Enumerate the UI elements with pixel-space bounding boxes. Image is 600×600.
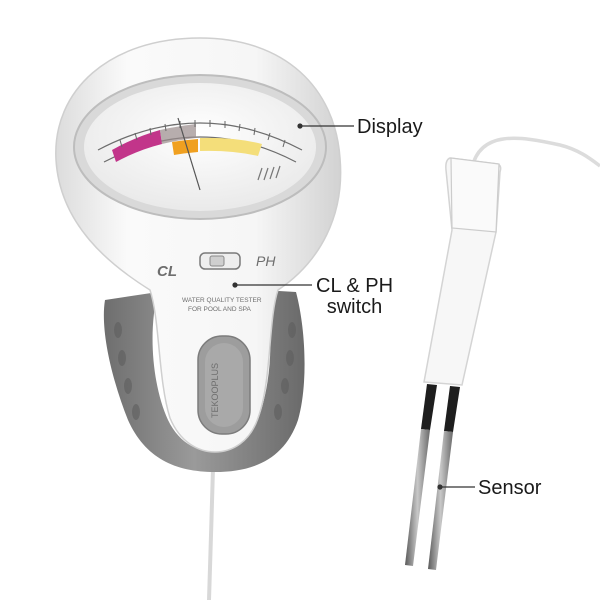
switch-callout-line1: CL & PH: [316, 275, 394, 297]
scale-band-orange: [172, 139, 198, 155]
switch-callout-line2: switch: [326, 296, 383, 318]
scale-band-magenta: [112, 130, 162, 162]
scale-band-grey: [160, 124, 196, 144]
scale-band-yellow: [200, 137, 262, 156]
switch-callout-label: CL & PH switch: [316, 276, 393, 318]
probe-sleeve-left: [421, 384, 437, 430]
grip-ridges: [114, 322, 296, 420]
display-callout-label: Display: [357, 116, 423, 138]
scale-ticks: [119, 120, 286, 148]
cl-ph-switch[interactable]: [199, 252, 241, 270]
probe-rod-left: [405, 429, 430, 566]
probe-rod-right: [428, 431, 453, 570]
body-text-line2: FOR POOL AND SPA: [188, 306, 252, 313]
scale-arc-outer: [97, 122, 303, 151]
brand-logo: TEKOOPLUS: [210, 363, 220, 418]
tester-cable: [207, 467, 215, 600]
probe-sleeve-right: [444, 386, 460, 432]
scale-hatch: [257, 165, 281, 181]
probe-cap: [450, 157, 500, 233]
ph-label: PH: [256, 253, 276, 269]
sensor-callout-label: Sensor: [478, 477, 542, 499]
cl-label: CL: [157, 263, 177, 280]
body-text-line1: WATER QUALITY TESTER: [182, 297, 262, 304]
probe-cable: [470, 136, 600, 169]
callout-lines: [232, 123, 475, 490]
dial-needle: [177, 117, 201, 191]
